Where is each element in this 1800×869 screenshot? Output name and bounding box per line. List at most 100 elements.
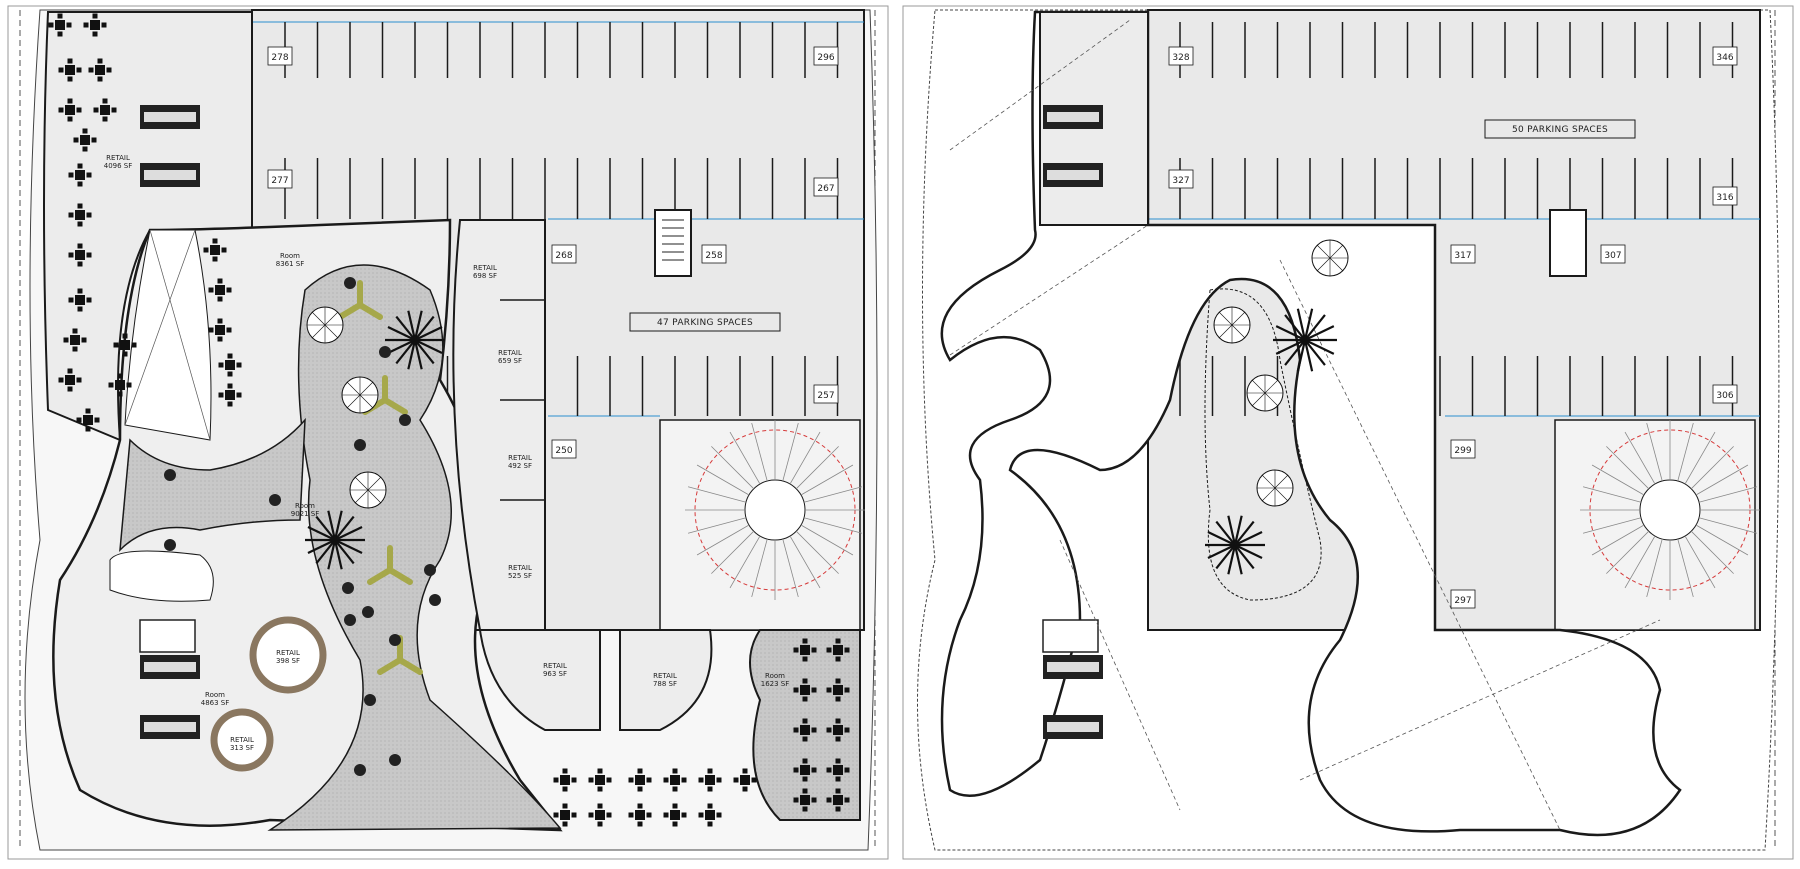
ramp-line bbox=[1684, 431, 1716, 485]
space-number: 299 bbox=[1454, 446, 1471, 456]
palm-tree-frond bbox=[414, 339, 435, 365]
space-number: 250 bbox=[555, 446, 572, 456]
table bbox=[635, 810, 645, 820]
shrub bbox=[344, 614, 356, 626]
left-retail-963 bbox=[478, 629, 601, 731]
round-tree-spoke bbox=[1329, 257, 1343, 271]
space-number: 257 bbox=[817, 391, 834, 401]
space-number-box bbox=[267, 46, 293, 66]
chair bbox=[835, 656, 841, 662]
table bbox=[75, 170, 85, 180]
ramp-line bbox=[696, 524, 750, 556]
chair bbox=[58, 67, 64, 73]
left-trees bbox=[164, 277, 445, 776]
ramp-line bbox=[800, 464, 854, 496]
chair bbox=[68, 212, 74, 218]
chair bbox=[67, 368, 73, 374]
round-tree-spoke bbox=[347, 394, 361, 408]
accent-tree-branch bbox=[387, 567, 413, 585]
ramp-line bbox=[789, 431, 821, 485]
ramp-line bbox=[795, 530, 839, 574]
room-name: RETAIL bbox=[473, 264, 497, 272]
chair bbox=[48, 22, 54, 28]
table bbox=[635, 775, 645, 785]
chair bbox=[637, 768, 643, 774]
chair bbox=[94, 417, 100, 423]
right-elevators bbox=[1042, 105, 1103, 739]
ramp-line bbox=[1646, 538, 1663, 598]
table bbox=[800, 765, 810, 775]
chair bbox=[663, 812, 669, 818]
chair bbox=[126, 382, 132, 388]
round-tree-spoke bbox=[312, 312, 326, 326]
table bbox=[210, 245, 220, 255]
room-name: Room bbox=[205, 691, 225, 699]
chair bbox=[811, 647, 817, 653]
chair bbox=[76, 107, 82, 113]
chair bbox=[217, 296, 223, 302]
room-area: 698 SF bbox=[473, 272, 497, 280]
chair bbox=[101, 22, 107, 28]
chair bbox=[218, 392, 224, 398]
ramp-line bbox=[1695, 524, 1749, 556]
table bbox=[670, 810, 680, 820]
palm-tree-frond bbox=[1296, 308, 1307, 341]
round-tree-spoke bbox=[1317, 245, 1331, 259]
chair bbox=[57, 13, 63, 19]
chair bbox=[218, 362, 224, 368]
shrub bbox=[364, 694, 376, 706]
palm-tree-frond bbox=[307, 539, 336, 555]
chair bbox=[117, 373, 123, 379]
chair bbox=[811, 767, 817, 773]
palm-tree-frond bbox=[1304, 314, 1326, 341]
space-number: 258 bbox=[705, 251, 722, 261]
chair bbox=[77, 306, 83, 312]
chair bbox=[793, 687, 799, 693]
chair bbox=[227, 371, 233, 377]
accent-tree-branch bbox=[397, 657, 423, 675]
chair bbox=[113, 342, 119, 348]
palm-tree-frond bbox=[1304, 325, 1335, 341]
chair bbox=[77, 221, 83, 227]
chair bbox=[571, 812, 577, 818]
palm-tree-frond bbox=[395, 339, 416, 365]
chair bbox=[637, 803, 643, 809]
chair bbox=[67, 58, 73, 64]
chair bbox=[606, 812, 612, 818]
round-tree-spoke bbox=[347, 382, 361, 396]
round-tree-spoke bbox=[324, 312, 338, 326]
chair bbox=[826, 687, 832, 693]
room-name: RETAIL bbox=[276, 649, 300, 657]
chair bbox=[835, 678, 841, 684]
round-tree-spoke bbox=[1329, 245, 1343, 259]
ramp-line bbox=[789, 535, 821, 589]
round-tree-spoke bbox=[312, 324, 326, 338]
room-name: RETAIL bbox=[508, 454, 532, 462]
chair bbox=[86, 212, 92, 218]
ramp-line bbox=[1690, 530, 1734, 574]
chair bbox=[203, 247, 209, 253]
chair bbox=[835, 788, 841, 794]
chair bbox=[597, 821, 603, 827]
table bbox=[120, 340, 130, 350]
shrub bbox=[399, 414, 411, 426]
ramp-line bbox=[803, 486, 863, 503]
palm-tree-frond bbox=[1303, 339, 1314, 372]
table bbox=[75, 210, 85, 220]
chair bbox=[67, 98, 73, 104]
space-number-box bbox=[1450, 244, 1476, 264]
palm-tree-frond bbox=[407, 310, 417, 341]
chair bbox=[208, 287, 214, 293]
chair bbox=[716, 777, 722, 783]
chair bbox=[68, 297, 74, 303]
palm-tree-frond bbox=[414, 315, 435, 341]
left-stair-core bbox=[654, 209, 692, 277]
chair bbox=[793, 727, 799, 733]
palm-tree-frond bbox=[334, 515, 355, 541]
chair bbox=[82, 128, 88, 134]
chair bbox=[588, 777, 594, 783]
chair bbox=[81, 337, 87, 343]
chair bbox=[236, 362, 242, 368]
chair bbox=[97, 76, 103, 82]
room-name: RETAIL bbox=[653, 672, 677, 680]
